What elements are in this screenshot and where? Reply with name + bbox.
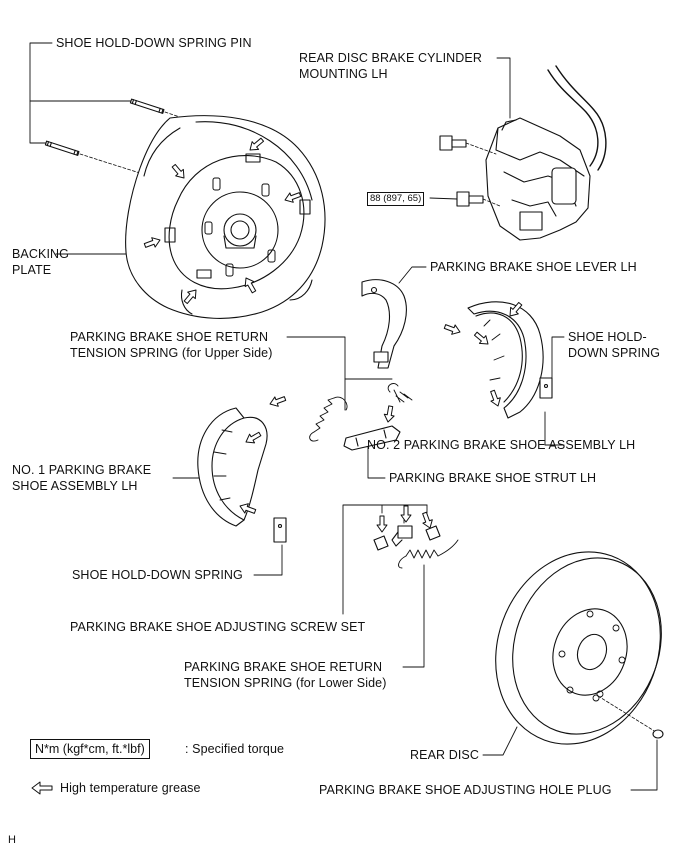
label-parking-brake-shoe-lever: PARKING BRAKE SHOE LEVER LH (430, 260, 637, 274)
lower-spring-drawing (398, 539, 459, 569)
grease-arrow-icon (443, 324, 461, 335)
grease-arrow-icon (239, 503, 257, 514)
label-shoe-hold-down-spring-right-line1: SHOE HOLD- (568, 330, 647, 344)
grease-arrow-icon (143, 237, 161, 248)
label-shoe-hold-down-spring-pin: SHOE HOLD-DOWN SPRING PIN (56, 36, 252, 50)
label-rear-disc-brake-cylinder-mounting-line1: REAR DISC BRAKE CYLINDER (299, 51, 482, 65)
grease-arrow-icon (422, 511, 433, 529)
shoe-lever-drawing (361, 279, 407, 369)
label-no1-shoe-assembly-line1: NO. 1 PARKING BRAKE (12, 463, 152, 477)
legend-grease-description: High temperature grease (60, 781, 201, 795)
strut-drawing (343, 425, 401, 451)
grease-arrow-icon (383, 405, 395, 423)
torque-spec-badge: 88 (897, 65) (367, 192, 425, 206)
label-return-spring-upper-line2: TENSION SPRING (for Upper Side) (70, 346, 273, 360)
leader-lines (29, 42, 658, 791)
label-rear-disc: REAR DISC (410, 748, 479, 762)
caliper-drawing (429, 65, 607, 241)
label-adjusting-screw-set: PARKING BRAKE SHOE ADJUSTING SCREW SET (70, 620, 366, 634)
label-no1-shoe-assembly-line2: SHOE ASSEMBLY LH (12, 479, 138, 493)
grease-arrow-icon (490, 389, 501, 407)
grease-arrow-icon (473, 331, 489, 345)
footer-code: H (8, 834, 17, 846)
label-return-spring-lower-line2: TENSION SPRING (for Lower Side) (184, 676, 387, 690)
grease-arrow-icon (183, 289, 197, 305)
grease-arrow-icon (509, 301, 523, 317)
legend-torque-unit-box: N*m (kgf*cm, ft.*lbf) (30, 739, 150, 759)
legend-torque-description: : Specified torque (185, 742, 285, 756)
label-adjusting-hole-plug: PARKING BRAKE SHOE ADJUSTING HOLE PLUG (319, 783, 612, 797)
grease-arrow-icon (171, 163, 185, 179)
label-rear-disc-brake-cylinder-mounting-line2: MOUNTING LH (299, 67, 388, 81)
legend-grease-arrow-icon (31, 781, 53, 795)
label-shoe-hold-down-spring-right-line2: DOWN SPRING (568, 346, 661, 360)
rear-disc-drawing (495, 551, 664, 745)
label-no2-shoe-assembly: NO. 2 PARKING BRAKE SHOE ASSEMBLY LH (367, 438, 636, 452)
grease-arrow-icon (284, 192, 302, 203)
grease-arrows (143, 137, 523, 533)
no1-shoe-drawing (197, 407, 287, 543)
label-backing-plate-line2: PLATE (12, 263, 52, 277)
grease-arrow-icon (244, 277, 257, 294)
upper-spring-drawing (309, 383, 413, 442)
adjusting-screw-drawing (373, 525, 441, 551)
grease-arrow-icon (245, 431, 262, 444)
grease-arrow-icon (376, 515, 388, 533)
grease-arrow-icon (249, 137, 265, 151)
label-shoe-strut: PARKING BRAKE SHOE STRUT LH (389, 471, 597, 485)
label-shoe-hold-down-spring-left: SHOE HOLD-DOWN SPRING (72, 568, 243, 582)
backing-plate-drawing (125, 115, 326, 319)
label-backing-plate-line1: BACKING (12, 247, 69, 261)
grease-arrow-icon (269, 396, 287, 407)
no2-shoe-drawing (467, 301, 553, 419)
label-return-spring-upper-line1: PARKING BRAKE SHOE RETURN (70, 330, 269, 344)
grease-arrow-icon (400, 505, 412, 523)
label-return-spring-lower-line1: PARKING BRAKE SHOE RETURN (184, 660, 383, 674)
